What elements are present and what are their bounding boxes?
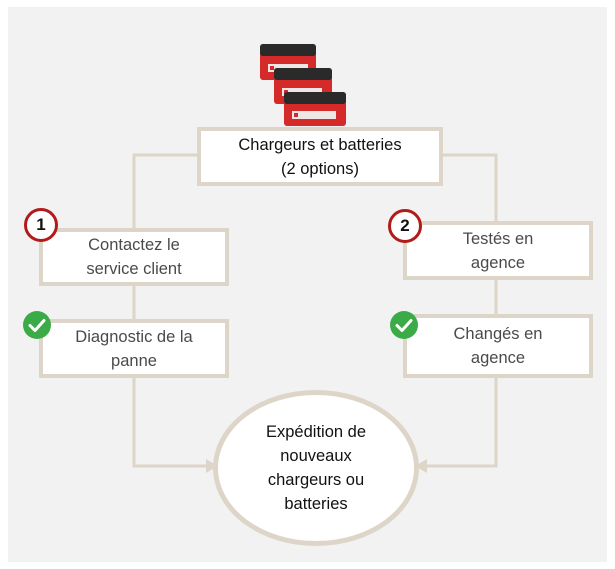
battery-pack-image xyxy=(260,44,346,126)
step-contact-service: Contactez le service client xyxy=(39,228,229,286)
step-testes-agence: Testés en agence xyxy=(403,221,593,280)
result-expedition-ellipse: Expédition de nouveaux chargeurs ou batt… xyxy=(213,390,419,546)
step-changes-agence: Changés en agence xyxy=(403,314,593,378)
top-box-chargeurs-batteries: Chargeurs et batteries (2 options) xyxy=(197,127,443,186)
check-icon xyxy=(390,311,418,339)
step-diagnostic: Diagnostic de la panne xyxy=(39,319,229,378)
check-icon xyxy=(23,311,51,339)
option-1-badge: 1 xyxy=(24,208,58,242)
option-2-badge: 2 xyxy=(388,209,422,243)
